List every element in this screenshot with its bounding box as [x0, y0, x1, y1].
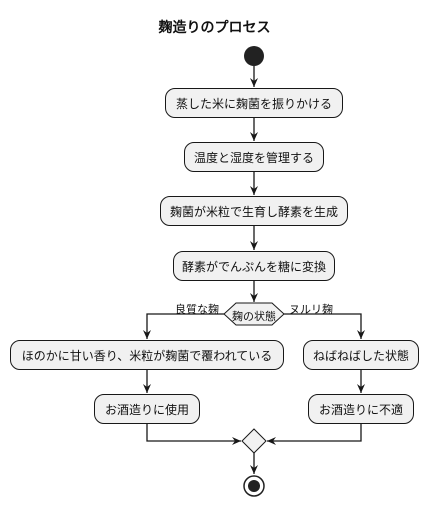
diagram-title: 麹造りのプロセス: [158, 20, 271, 36]
edge-left-merge: [146, 423, 241, 445]
step-koji-growth-enzymes: 麹菌が米粒で生育し酵素を生成: [160, 196, 348, 226]
branch-label-slimy: ヌルリ麹: [289, 303, 333, 316]
step-control-temp-humidity: 温度と湿度を管理する: [184, 142, 324, 172]
end-node-dot: [248, 480, 260, 492]
decision-label: 麹の状態: [232, 310, 276, 323]
edge-right-merge: [267, 423, 362, 445]
edge-decision-left: [143, 313, 224, 339]
start-node: [244, 46, 264, 66]
step-starch-to-sugar: 酵素がでんぷんを糖に変換: [173, 251, 335, 281]
step-sprinkle-koji: 蒸した米に麹菌を振りかける: [165, 88, 343, 118]
step-unsuitable-for-sake: お酒造りに不適: [308, 394, 414, 424]
merge-diamond: [241, 428, 267, 454]
step-good-koji-description: ほのかに甘い香り、米粒が麹菌で覆われている: [10, 340, 284, 370]
edge-decision-right: [284, 313, 365, 339]
step-use-for-sake: お酒造りに使用: [94, 394, 200, 424]
branch-label-good: 良質な麹: [175, 303, 219, 316]
step-sticky-state: ねばねばした状態: [303, 340, 419, 370]
